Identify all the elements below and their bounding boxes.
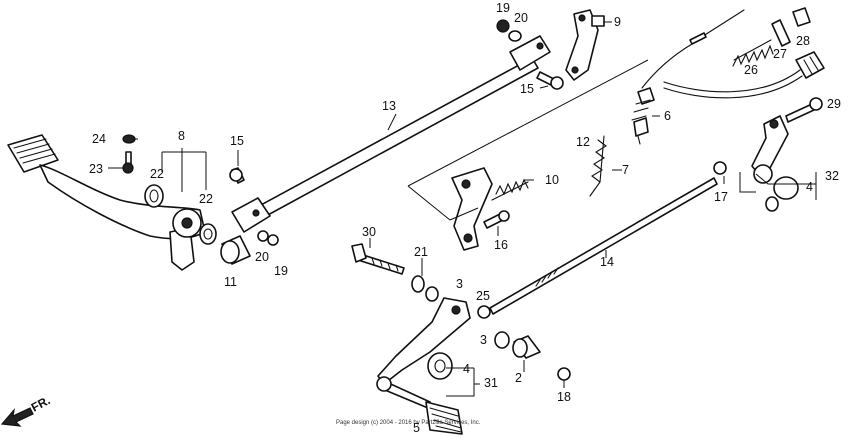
nut-19-lower xyxy=(267,234,279,246)
label-28: 28 xyxy=(796,34,810,48)
arm-32 xyxy=(751,115,789,184)
label-14: 14 xyxy=(600,255,614,269)
washer-3-upper xyxy=(425,286,439,302)
label-15-upper: 15 xyxy=(520,82,534,96)
shift-lever-arm xyxy=(377,297,471,385)
label-19-lower: 19 xyxy=(274,264,288,278)
label-19-upper: 19 xyxy=(496,1,510,15)
nut-19-upper xyxy=(496,19,510,33)
label-25: 25 xyxy=(476,289,490,303)
brake-switch-6 xyxy=(631,87,655,145)
label-18: 18 xyxy=(557,390,571,404)
label-30: 30 xyxy=(362,225,376,239)
cable-12 xyxy=(641,9,825,99)
label-29: 29 xyxy=(827,97,841,111)
seal-22-lower xyxy=(199,223,217,245)
brake-rod-13 xyxy=(231,35,551,233)
pin-15-upper xyxy=(536,71,564,90)
bolt-30 xyxy=(351,243,405,275)
label-3-upper: 3 xyxy=(456,277,463,291)
bracket-box xyxy=(407,59,649,221)
washer-21 xyxy=(411,275,425,293)
washer-3-lower xyxy=(494,331,510,349)
bolt-23 xyxy=(122,151,134,174)
label-27: 27 xyxy=(773,47,787,61)
label-31: 31 xyxy=(484,376,498,390)
label-6: 6 xyxy=(664,109,671,123)
brake-pedal xyxy=(7,134,206,271)
label-4-right: 4 xyxy=(806,180,813,194)
label-21: 21 xyxy=(414,245,428,259)
switch-bracket xyxy=(451,167,493,251)
label-9: 9 xyxy=(614,15,621,29)
sleeve-27 xyxy=(771,19,791,47)
cap-28 xyxy=(792,7,811,27)
label-12: 12 xyxy=(576,135,590,149)
label-10: 10 xyxy=(545,173,559,187)
label-17: 17 xyxy=(714,190,728,204)
label-3-lower: 3 xyxy=(480,333,487,347)
label-23: 23 xyxy=(89,162,103,176)
washer-22-upper xyxy=(144,184,164,208)
copyright-notice: Page design (c) 2004 - 2016 by Partzilla… xyxy=(336,420,481,426)
label-24: 24 xyxy=(92,132,106,146)
label-11: 11 xyxy=(224,275,237,289)
spring-26 xyxy=(732,39,774,67)
washer-20-upper xyxy=(508,30,522,42)
washer-20-lower xyxy=(257,230,269,242)
bushing-4-right xyxy=(765,176,799,212)
collar-11 xyxy=(220,235,251,265)
pedal-rubber-5 xyxy=(425,401,463,435)
nut-18 xyxy=(557,367,571,381)
label-32: 32 xyxy=(825,169,839,183)
label-4-lower: 4 xyxy=(463,362,470,376)
label-8: 8 xyxy=(178,129,185,143)
bolt-29 xyxy=(785,97,823,123)
front-direction-arrow xyxy=(0,407,34,427)
label-22-lower: 22 xyxy=(199,192,213,206)
label-22-upper: 22 xyxy=(150,167,164,181)
spring-7 xyxy=(589,135,607,197)
switch-arm-9 xyxy=(565,9,605,81)
label-16: 16 xyxy=(494,238,508,252)
label-13: 13 xyxy=(382,99,396,113)
label-15-front: 15 xyxy=(230,134,244,148)
label-26: 26 xyxy=(744,63,758,77)
label-2: 2 xyxy=(515,371,522,385)
leader-lines xyxy=(108,21,817,397)
rod-14 xyxy=(489,177,718,315)
shift-pedal-shaft xyxy=(376,376,431,409)
spring-10 xyxy=(491,178,529,201)
label-20-lower: 20 xyxy=(255,250,269,264)
pin-15-front xyxy=(229,167,245,184)
collar-2 xyxy=(512,335,541,359)
nut-25 xyxy=(477,305,491,319)
label-5: 5 xyxy=(413,421,420,435)
nut-17 xyxy=(713,161,727,175)
bolt-16 xyxy=(483,210,510,229)
label-20-upper: 20 xyxy=(514,11,528,25)
label-7: 7 xyxy=(622,163,629,177)
part-labels: 19 20 9 28 27 26 15 29 13 6 12 8 24 15 2… xyxy=(89,1,841,435)
